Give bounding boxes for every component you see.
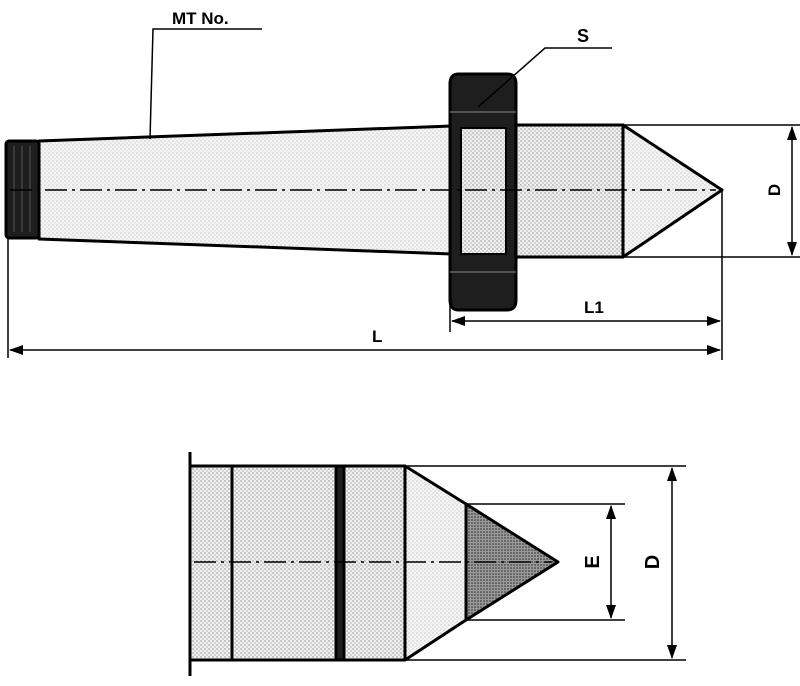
- top-view: MT No. S D L1 L: [4, 9, 800, 360]
- length-front-label: L1: [584, 298, 604, 317]
- body-cylinder: [510, 123, 625, 259]
- body-segment-4: [342, 464, 407, 662]
- wrench-size-label: S: [577, 26, 589, 46]
- inner-diameter-label: E: [582, 555, 604, 568]
- mt-leader-line: [149, 28, 262, 140]
- detail-view: E D: [188, 452, 686, 676]
- hex-nut: [448, 72, 518, 312]
- body-segment-2: [230, 464, 338, 662]
- length-total-label: L: [372, 327, 382, 346]
- outer-cone: [403, 464, 468, 662]
- mt-number-label: MT No.: [172, 9, 229, 28]
- outer-diameter-label: D: [642, 555, 664, 569]
- body-segment-1: [188, 464, 234, 662]
- conical-point: [621, 123, 724, 259]
- s-leader-line: [477, 47, 612, 108]
- diameter-label: D: [765, 184, 784, 196]
